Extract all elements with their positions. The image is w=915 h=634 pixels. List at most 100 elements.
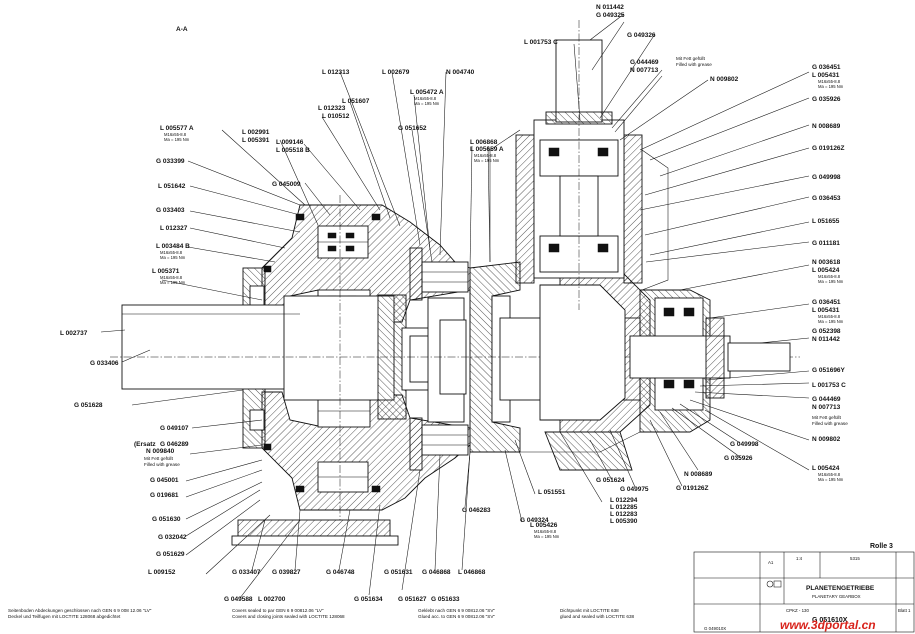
- part-label: N 011442: [596, 4, 624, 11]
- drawing-subtitle: PLANETARY GEARBOX: [812, 594, 861, 599]
- watermark-text: www.3dportal.cn: [780, 618, 876, 632]
- part-label: G 049107: [160, 425, 189, 432]
- footnote-text: Geklebt nach GEN 6 9 00812.06 "SV": [418, 608, 495, 613]
- part-label: G 051629: [156, 551, 185, 558]
- spec-text: M16x55-8.8: [474, 153, 497, 158]
- part-label: L 046868: [458, 569, 486, 576]
- part-label: G 046748: [326, 569, 355, 576]
- note-grease: Mit Fett gefüllt: [676, 56, 706, 61]
- spec-text: Ma = 195 Nm: [164, 137, 190, 142]
- part-label: L 012323: [318, 105, 346, 112]
- format-value: A1: [768, 560, 774, 565]
- part-labels: A-A N 011442 G 049325 L 001753 C G 04932…: [60, 4, 893, 603]
- part-label: G 051633: [431, 596, 460, 603]
- part-label: L 001753 C: [812, 382, 846, 389]
- part-label: G 051627: [398, 596, 427, 603]
- leader-lines: [100, 13, 810, 599]
- footnote-text: glued and sealed with LOCTITE 638: [560, 614, 634, 619]
- spec-text: M16x55-8.8: [818, 79, 841, 84]
- part-label: G 049326: [627, 32, 656, 39]
- spec-text: M16x55-8.8: [818, 314, 841, 319]
- part-label: L 005659 A: [470, 146, 504, 153]
- part-label: G 046289: [160, 441, 189, 448]
- part-label: L 005431: [812, 307, 840, 314]
- part-label: L 005424: [812, 465, 840, 472]
- ersatz-note: (Ersatz: [134, 441, 156, 448]
- weight-value: 5315: [850, 556, 860, 561]
- footnotes: Seitenboden Abdeckungen geschlossen nach…: [8, 608, 634, 619]
- part-label: G 051624: [596, 477, 625, 484]
- sheet-number: Blatt 1: [898, 608, 911, 613]
- note-grease: Filled with grease: [812, 421, 848, 426]
- spec-text: M16x55-8.8: [818, 274, 841, 279]
- part-label: N 007713: [630, 67, 659, 74]
- spec-text: M16x55-8.8: [414, 96, 437, 101]
- part-label: L 005371: [152, 268, 180, 275]
- part-label: N 009840: [146, 448, 175, 455]
- part-label: L 012283: [610, 511, 638, 518]
- gearbox-body: [110, 20, 800, 546]
- part-label: L 051551: [538, 489, 566, 496]
- spec-text: M16x55-8.8: [160, 275, 183, 280]
- spec-text: Ma = 195 Nm: [474, 158, 500, 163]
- part-label: G 045001: [150, 477, 179, 484]
- part-label: G 051631: [384, 569, 413, 576]
- spec-text: Ma = 195 Nm: [160, 255, 186, 260]
- part-label: L 005390: [610, 518, 638, 525]
- sheet-label: Rolle 3: [870, 543, 893, 550]
- part-label: G 019126Z: [812, 145, 845, 152]
- part-label: G 045009: [272, 181, 301, 188]
- spec-text: Ma = 195 Nm: [818, 477, 844, 482]
- part-label: G 051630: [152, 516, 181, 523]
- part-label: N 003618: [812, 259, 841, 266]
- part-label: L 002991: [242, 129, 270, 136]
- part-label: N 009802: [812, 436, 841, 443]
- part-label: G 044469: [812, 396, 841, 403]
- part-label: G 049975: [620, 486, 649, 493]
- spec-text: Ma = 195 Nm: [414, 101, 440, 106]
- part-label: L 005577 A: [160, 125, 194, 132]
- footnote-text: Glued acc. to GEN 6 9 00812.06 "SV": [418, 614, 495, 619]
- part-label: G 019126Z: [676, 485, 709, 492]
- spec-text: M16x55-8.8: [160, 250, 183, 255]
- part-label: G 019681: [150, 492, 179, 499]
- part-label: G 046283: [462, 507, 491, 514]
- footnote-text: Seitenboden Abdeckungen geschlossen nach…: [8, 608, 152, 613]
- section-label: A-A: [176, 26, 188, 33]
- part-label: L 005391: [242, 137, 270, 144]
- part-label: N 004740: [446, 69, 475, 76]
- part-label: L 001753 C: [524, 39, 558, 46]
- spec-text: M16x55-8.8: [818, 472, 841, 477]
- part-label: L 005472 A: [410, 89, 444, 96]
- part-label: G 049998: [730, 441, 759, 448]
- part-label: G 033403: [156, 207, 185, 214]
- part-label: L 006868: [470, 139, 498, 146]
- spec-text: M16x55-8.8: [164, 132, 187, 137]
- part-label: N 008689: [812, 123, 841, 130]
- part-label: L 012313: [322, 69, 350, 76]
- spec-text: M16x55-8.8: [534, 529, 557, 534]
- part-label: G 033406: [90, 360, 119, 367]
- part-label: L 002700: [258, 596, 286, 603]
- part-label: G 052398: [812, 328, 841, 335]
- part-label: L 005431: [812, 72, 840, 79]
- part-label: L 002679: [382, 69, 410, 76]
- part-label: G 049588: [224, 596, 253, 603]
- part-label: G 049324: [520, 517, 549, 524]
- part-label: G 032042: [158, 534, 187, 541]
- part-label: G 044469: [630, 59, 659, 66]
- part-label: G 049998: [812, 174, 841, 181]
- part-label: L 051642: [158, 183, 186, 190]
- part-label: G 033407: [232, 569, 261, 576]
- part-label: G 033399: [156, 158, 185, 165]
- part-label: G 036451: [812, 299, 841, 306]
- part-label: N 007713: [812, 404, 841, 411]
- title-block: 1:4 5315 A1 PLANETENGETRIEBE PLANETARY G…: [693, 551, 915, 633]
- drawing-title: PLANETENGETRIEBE: [806, 585, 875, 592]
- part-label: N 009802: [710, 76, 739, 83]
- spec-text: Ma = 195 Nm: [534, 534, 560, 539]
- part-label: G 036453: [812, 195, 841, 202]
- footnote-text: Deckel und Teilfugen mit LOCTITE 128068 …: [8, 614, 121, 619]
- part-label: L 012294: [610, 497, 638, 504]
- part-label: L 002737: [60, 330, 88, 337]
